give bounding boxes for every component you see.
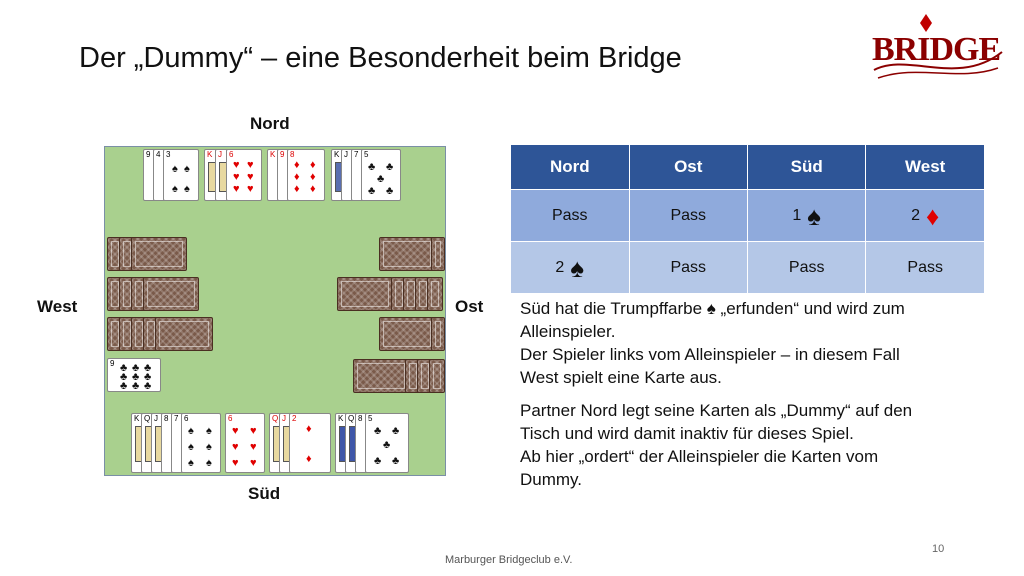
auction-header-row: Nord Ost Süd West — [511, 145, 984, 190]
card: 6♥♥♥♥♥♥ — [226, 149, 262, 201]
paragraph-2: Partner Nord legt seine Karten als „Dumm… — [520, 399, 980, 491]
text-line: Süd hat die Trumpffarbe ♠ „erfunden“ und… — [520, 299, 905, 318]
header-sued: Süd — [747, 145, 867, 190]
card: 3♠♠♠♠ — [163, 149, 199, 201]
bid-west-2: Pass — [865, 241, 984, 293]
bid-level: 2 — [555, 258, 565, 276]
label-east: Ost — [455, 297, 484, 316]
header-west: West — [865, 145, 984, 190]
card: 5♣♣♣♣♣ — [361, 149, 401, 201]
auction-table: Nord Ost Süd West Pass Pass 1♠ 2♦ 2♠ Pas… — [511, 145, 984, 293]
paragraph-1: Süd hat die Trumpffarbe ♠ „erfunden“ und… — [520, 297, 980, 389]
bid-nord-1: Pass — [511, 189, 630, 242]
text-line: Alleinspieler. — [520, 322, 616, 341]
card: 6♠♠♠♠♠♠ — [181, 413, 221, 473]
slide-title: Der „Dummy“ – eine Besonderheit beim Bri… — [79, 42, 682, 74]
auction-row: Pass Pass 1♠ 2♦ — [511, 189, 984, 242]
bid-west-1: 2♦ — [865, 189, 984, 242]
bid-ost-2: Pass — [629, 241, 748, 293]
bid-level: 2 — [911, 206, 920, 224]
text-line: Tisch und wird damit inaktiv für dieses … — [520, 424, 854, 443]
text-line: Der Spieler links vom Alleinspieler – in… — [520, 345, 900, 364]
card: 5♣♣♣♣♣ — [365, 413, 409, 473]
bid-sued-2: Pass — [747, 241, 867, 293]
spade-icon: ♠ — [570, 252, 585, 283]
label-west: West — [37, 297, 78, 316]
header-ost: Ost — [629, 145, 748, 190]
text-line: Ab hier „ordert“ der Alleinspieler die K… — [520, 447, 879, 466]
card: 2♦♦ — [289, 413, 331, 473]
page-number: 10 — [932, 543, 945, 555]
west-lead-card: 9 ♣♣♣ ♣♣♣ ♣♣♣ — [107, 358, 161, 392]
card-table: 9 4 3♠♠♠♠ K J 6♥♥♥♥♥♥ K 9 8♦♦♦♦♦♦ K J 7 … — [104, 146, 446, 476]
bridge-logo: BRIDGE — [872, 14, 1003, 79]
svg-text:BRIDGE: BRIDGE — [872, 31, 1000, 68]
header-nord: Nord — [511, 145, 630, 190]
text-line: Dummy. — [520, 470, 583, 489]
spade-icon: ♠ — [807, 200, 822, 231]
bid-sued-1: 1♠ — [747, 189, 867, 242]
explanation-text: Süd hat die Trumpffarbe ♠ „erfunden“ und… — [520, 297, 980, 501]
card: 6♥♥♥♥♥♥ — [225, 413, 265, 473]
bid-nord-2: 2♠ — [511, 241, 630, 293]
diamond-icon: ♦ — [926, 200, 940, 231]
card: 8♦♦♦♦♦♦ — [287, 149, 325, 201]
bid-ost-1: Pass — [629, 189, 748, 242]
footer-text: Marburger Bridgeclub e.V. — [445, 554, 573, 566]
text-line: Partner Nord legt seine Karten als „Dumm… — [520, 401, 913, 420]
bid-level: 1 — [792, 206, 802, 224]
label-south: Süd — [248, 484, 281, 503]
label-north: Nord — [250, 114, 290, 133]
text-line: West spielt eine Karte aus. — [520, 368, 722, 387]
auction-row: 2♠ Pass Pass Pass — [511, 241, 984, 293]
